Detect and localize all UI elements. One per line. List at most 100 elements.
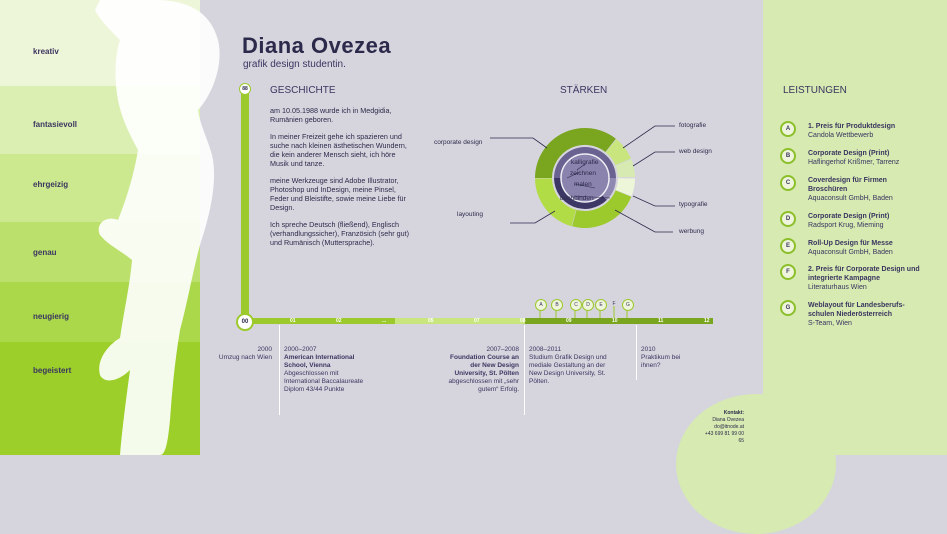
timeline-marker-A: A xyxy=(535,299,547,311)
inner-kalligrafie xyxy=(554,147,616,178)
contact-label: Kontakt: xyxy=(723,410,744,416)
timeline-marker-B: B xyxy=(551,299,563,311)
timeline-marker-D: D xyxy=(582,299,594,311)
achievement-title: Coverdesign für Firmen Broschüren xyxy=(808,177,887,193)
achievement-sub: Haflingerhof Krißmer, Tarrenz xyxy=(808,159,900,166)
event-year: 2000–2007 xyxy=(284,346,317,353)
timeline-tick: 02 xyxy=(336,318,342,324)
achievement-title: 2. Preis für Corporate Design und integr… xyxy=(808,266,920,282)
event-year: 2010 xyxy=(641,346,656,353)
band-label: kreativ xyxy=(33,47,59,56)
history-paragraph: In meiner Freizeit gehe ich spazieren un… xyxy=(270,132,407,168)
inner-buchbinden xyxy=(554,178,607,209)
achievement-letter: A xyxy=(780,121,796,137)
event-title: Praktikum bei ihnen? xyxy=(641,354,681,369)
ring-layouting xyxy=(535,178,577,227)
event-title: Studium Grafik Design und mediale Gestal… xyxy=(529,354,607,385)
achievement-title: Corporate Design (Print) xyxy=(808,150,890,157)
contact-phone: +43 699 81 99 00 65 xyxy=(704,431,744,444)
achievement-letter: G xyxy=(780,300,796,316)
timeline-marker-G: G xyxy=(622,299,634,311)
achievement-title: Roll-Up Design für Messe xyxy=(808,240,893,247)
timeline-vertical-bar xyxy=(241,84,249,318)
ring-typografie xyxy=(615,178,635,197)
event-title: Foundation Course an der New Design Univ… xyxy=(450,354,519,377)
label-buchbinden: buchbinden xyxy=(560,195,594,202)
label-malen: malen xyxy=(574,181,592,188)
ring-corporate-design xyxy=(535,128,616,178)
timeline-tick: 01 xyxy=(290,318,296,324)
silhouette-figure xyxy=(95,0,220,455)
label-fotografie: fotografie xyxy=(679,122,707,129)
achievement-letter: E xyxy=(780,238,796,254)
ring-werbung xyxy=(572,190,632,228)
timeline-bar-segment xyxy=(525,318,713,324)
strengths-donut xyxy=(490,125,675,233)
achievement-letter: F xyxy=(780,264,796,280)
achievement-letter: B xyxy=(780,148,796,164)
event-detail: Abgeschlossen mit International Baccalau… xyxy=(284,370,364,393)
timeline-tick: 05 xyxy=(428,318,434,324)
contact-email[interactable]: do@itnode.at xyxy=(714,424,744,430)
timeline-bar xyxy=(245,318,713,324)
event-year: 2007–2008 xyxy=(486,346,519,353)
timeline-tick: 11 xyxy=(658,318,664,324)
achievement-sub: S-Team, Wien xyxy=(808,320,852,327)
timeline-tick: ... xyxy=(382,318,387,324)
ring-web-design xyxy=(615,159,635,178)
achievement-sub: Aquaconsult GmbH, Baden xyxy=(808,195,893,202)
inner-core xyxy=(561,154,609,202)
label-web-design: web design xyxy=(679,148,712,155)
achievements-title: LEISTUNGEN xyxy=(783,85,847,96)
strengths-title: STÄRKEN xyxy=(560,85,608,96)
history-text: am 10.05.1988 wurde ich in Medgidia, Rum… xyxy=(270,106,410,255)
achievement-sub: Radsport Krug, Mieming xyxy=(808,222,884,229)
label-typografie: typografie xyxy=(679,201,708,208)
history-paragraph: am 10.05.1988 wurde ich in Medgidia, Rum… xyxy=(270,106,392,124)
timeline-marker-F: F xyxy=(612,301,616,307)
contact-name: Diana Ovezea xyxy=(712,417,744,423)
band-label: neugierig xyxy=(33,312,70,321)
ring-fotografie xyxy=(605,139,631,166)
achievement-sub: Candola Wettbewerb xyxy=(808,132,874,139)
history-start-marker: 88 xyxy=(239,83,251,95)
timeline-tick: 12 xyxy=(704,318,710,324)
label-werbung: werbung xyxy=(679,228,704,235)
event-2010: 2010 Praktikum bei ihnen? xyxy=(641,346,701,370)
achievement-title: Corporate Design (Print) xyxy=(808,213,890,220)
event-divider xyxy=(636,325,637,380)
band-label: ehrgeizig xyxy=(33,180,69,189)
name-title: Diana Ovezea xyxy=(242,33,392,58)
achievement-letter: D xyxy=(780,211,796,227)
achievement-title: Weblayout für Landesberufs-schulen Niede… xyxy=(808,302,905,318)
event-2000-2007: 2000–2007 American International School,… xyxy=(284,346,364,394)
band-label: fantasievoll xyxy=(33,120,78,129)
label-corporate-design: corporate design xyxy=(434,139,483,146)
history-paragraph: meine Werkzeuge sind Adobe Illustrator, … xyxy=(270,176,406,212)
event-title: American International School, Vienna xyxy=(284,354,355,369)
event-divider xyxy=(279,325,280,415)
achievement-title: 1. Preis für Produktdesign xyxy=(808,123,896,130)
event-2008-2011: 2008–2011 Studium Grafik Design und medi… xyxy=(529,346,619,386)
achievements-panel xyxy=(763,0,947,455)
event-divider xyxy=(524,325,525,415)
event-detail: abgeschlossen mit „sehr gutem“ Erfolg. xyxy=(448,378,519,393)
band-label: begeistert xyxy=(33,366,72,375)
timeline-tick: 07 xyxy=(474,318,480,324)
event-year: 2000 xyxy=(257,346,272,353)
event-title: Umzug nach Wien xyxy=(218,354,272,361)
timeline-marker-E: E xyxy=(595,299,607,311)
achievement-sub: Literaturhaus Wien xyxy=(808,284,867,291)
event-year: 2008–2011 xyxy=(529,346,562,353)
contact-info: Kontakt: Diana Ovezea do@itnode.at +43 6… xyxy=(700,410,744,445)
label-zeichnen: zeichnen xyxy=(570,170,597,177)
timeline-bar-segment xyxy=(245,318,395,324)
achievement-sub: Aquaconsult GmbH, Baden xyxy=(808,249,893,256)
achievement-letter: C xyxy=(780,175,796,191)
history-paragraph: Ich spreche Deutsch (fließend), Englisch… xyxy=(270,220,410,247)
history-title: GESCHICHTE xyxy=(270,85,336,96)
label-layouting: layouting xyxy=(457,211,484,218)
event-2007-2008: 2007–2008 Foundation Course an der New D… xyxy=(444,346,519,394)
band-label: genau xyxy=(33,248,57,257)
label-kalligrafie: kalligrafie xyxy=(571,159,599,166)
